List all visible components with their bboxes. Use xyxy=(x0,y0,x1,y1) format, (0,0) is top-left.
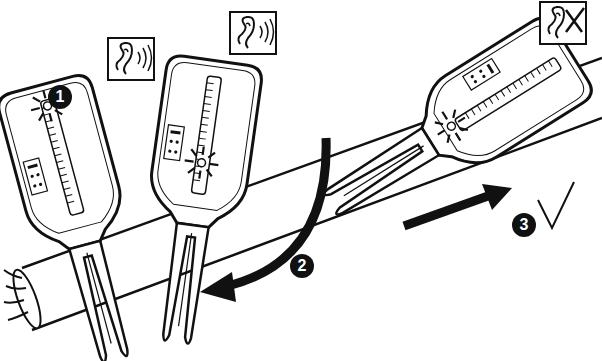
callout-text: 2 xyxy=(298,257,307,275)
callout-number: 1 xyxy=(48,85,72,109)
callout-text: 1 xyxy=(56,88,65,106)
callout-number: 2 xyxy=(290,254,314,278)
callout-text: 3 xyxy=(520,216,529,234)
callout-number: 3 xyxy=(512,213,536,237)
